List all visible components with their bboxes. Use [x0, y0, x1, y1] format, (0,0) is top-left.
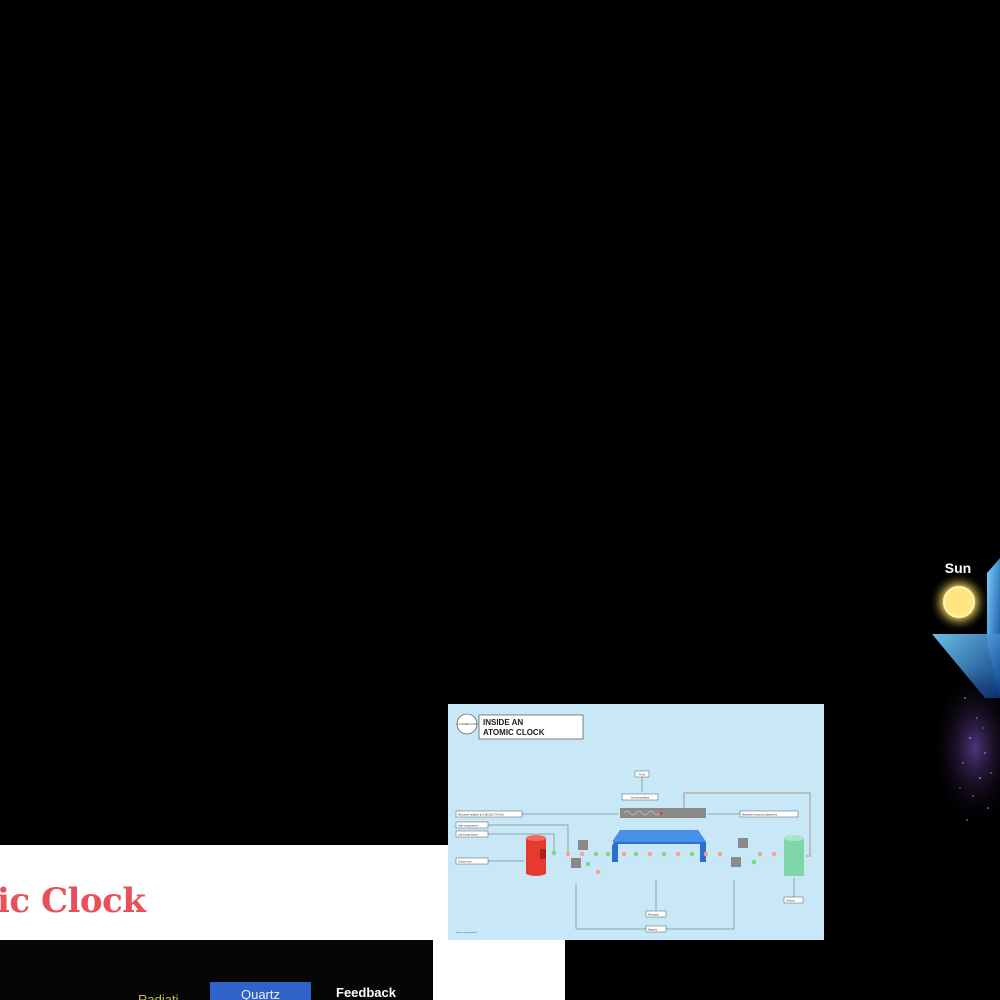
atom — [565, 851, 571, 857]
atom — [595, 869, 601, 875]
nav-item-feedback[interactable]: Feedback — [336, 985, 396, 1000]
atom — [633, 851, 639, 857]
nav-bar: Radiati Quartz Feedback — [0, 940, 433, 1000]
atom — [703, 851, 709, 857]
atom — [585, 861, 591, 867]
sun-icon — [943, 586, 975, 618]
cesium-oven-label: Cesium oven — [458, 861, 473, 864]
star-field — [959, 697, 992, 821]
atom — [551, 850, 557, 856]
credit-text: Source: Encyclopaedia — [456, 932, 477, 934]
space-illustration: Sun — [929, 558, 1000, 828]
title-line-2: ATOMIC CLOCK — [483, 728, 545, 737]
resonator-label-box — [645, 910, 667, 918]
nav-item-quartz[interactable]: Quartz — [210, 982, 311, 1000]
high-energy-label: High energy atoms — [458, 825, 479, 828]
atom — [621, 851, 627, 857]
magnets-label-box — [645, 925, 667, 933]
atom — [717, 851, 723, 857]
atom — [689, 851, 695, 857]
article-title: ic Clock — [0, 881, 146, 921]
atom-beam — [551, 850, 777, 875]
atom — [593, 851, 599, 857]
oscillator-bar — [620, 808, 706, 818]
galaxy-nebula — [930, 668, 1000, 828]
magnet-1 — [578, 840, 588, 850]
oscillator-marker — [660, 812, 662, 815]
counter-label: Counter/oscillator — [631, 797, 650, 800]
infographic-diagram: A CLOSER LOOK INSIDE AN ATOMIC CLOCK Tim… — [448, 704, 824, 940]
cesium-oven-top — [526, 835, 546, 841]
badge-text: A CLOSER LOOK — [457, 722, 478, 726]
microwave-label: Microwave radiation at 9,192,631,770 her… — [458, 814, 505, 817]
cesium-oven-opening — [540, 849, 546, 859]
magnet-2 — [571, 858, 581, 868]
atom — [661, 851, 667, 857]
atom — [605, 851, 611, 857]
title-line-1: INSIDE AN — [483, 718, 523, 727]
low-energy-label: Low energy atoms — [458, 834, 478, 837]
magnet-3 — [738, 838, 748, 848]
resonator-top — [612, 830, 706, 842]
detector-label-box — [783, 896, 804, 904]
detector-top — [784, 835, 804, 841]
magnets-arrows — [575, 880, 735, 930]
atomic-clock-infographic: A CLOSER LOOK INSIDE AN ATOMIC CLOCK Tim… — [448, 704, 824, 940]
atom — [771, 851, 777, 857]
resonator-label: Resonator — [648, 914, 659, 917]
counter-box — [621, 793, 659, 801]
sun-label: Sun — [945, 560, 971, 576]
wave-icon — [623, 810, 661, 816]
freq-adjust-label: Microwave frequency adjustment — [742, 814, 777, 817]
magnet-4 — [731, 857, 741, 867]
feedback-pipe — [683, 792, 811, 857]
high-energy-arrow — [488, 824, 569, 852]
low-energy-arrow — [488, 833, 555, 852]
time-label: Time — [639, 773, 646, 777]
space-image: Sun — [925, 548, 1000, 848]
atom — [757, 851, 763, 857]
atom — [647, 851, 653, 857]
badge-circle-icon — [456, 713, 478, 735]
nav-item-radiation[interactable]: Radiati — [138, 992, 179, 1000]
title-box — [478, 714, 584, 740]
atom — [579, 851, 585, 857]
infographic-background — [448, 704, 824, 940]
atom — [675, 851, 681, 857]
atom — [751, 859, 757, 865]
detector-shape — [784, 838, 804, 876]
detector-label: Detector — [786, 900, 795, 903]
cesium-oven-shape — [526, 838, 546, 876]
magnets-label: Magnets — [648, 929, 658, 932]
